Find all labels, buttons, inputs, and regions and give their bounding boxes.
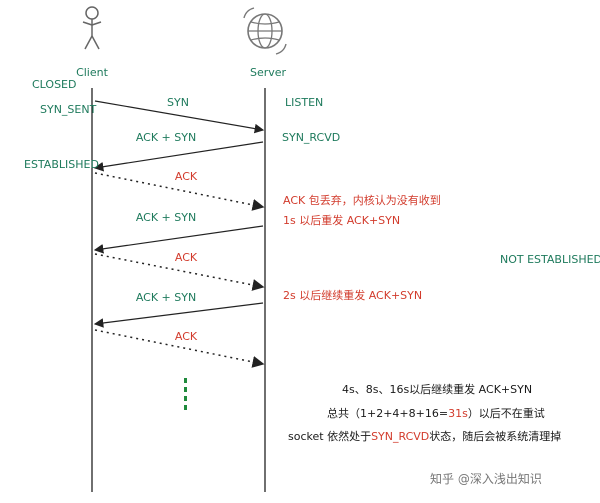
summary-state-syn-rcvd: SYN_RCVD: [371, 430, 430, 443]
server-label: Server: [249, 66, 287, 79]
continuation-ellipsis: [184, 378, 187, 410]
message-label-ack-syn-3: ACK + SYN: [135, 291, 197, 304]
client-label: Client: [76, 66, 108, 79]
stick-figure-icon: [82, 6, 102, 50]
state-established: ESTABLISHED: [24, 158, 99, 171]
message-label-ack-2: ACK: [174, 251, 198, 264]
message-arrow-ack-syn-2: [93, 225, 264, 254]
message-arrow-ack-1: [94, 172, 265, 211]
state-closed: CLOSED: [32, 78, 77, 91]
state-syn-sent: SYN_SENT: [40, 103, 97, 116]
message-arrow-ack-2: [94, 253, 265, 291]
summary-line-3: socket 依然处于SYN_RCVD状态，随后会被系统清理掉: [288, 428, 561, 444]
summary-line-3-prefix: socket 依然处于: [288, 430, 372, 443]
summary-line-3-suffix: 状态，随后会被系统清理掉: [429, 430, 562, 443]
message-arrow-ack-syn-3: [93, 302, 264, 328]
message-arrow-syn: [94, 100, 265, 134]
annotation-resend-1s: 1s 以后重发 ACK+SYN: [283, 214, 401, 227]
message-label-ack-syn-1: ACK + SYN: [135, 131, 197, 144]
message-label-ack-3: ACK: [174, 330, 198, 343]
summary-total-seconds: 31s: [448, 407, 468, 420]
message-label-ack-1: ACK: [174, 170, 198, 183]
summary-line-1: 4s、8s、16s以后继续重发 ACK+SYN: [342, 383, 533, 396]
message-label-ack-syn-2: ACK + SYN: [135, 211, 197, 224]
globe-network-icon: [243, 7, 287, 55]
message-arrow-ack-3: [94, 329, 265, 368]
state-listen: LISTEN: [285, 96, 324, 109]
message-arrow-ack-syn-1: [93, 141, 264, 172]
state-not-established: NOT ESTABLISHED: [500, 253, 600, 266]
annotation-resend-2s: 2s 以后继续重发 ACK+SYN: [283, 289, 423, 302]
state-syn-rcvd: SYN_RCVD: [282, 131, 341, 144]
message-label-syn: SYN: [167, 96, 189, 109]
annotation-ack-lost: ACK 包丢弃，内核认为没有收到: [283, 194, 441, 207]
watermark: 知乎 @深入浅出知识: [430, 472, 542, 486]
summary-line-2-suffix: ）以后不在重试: [467, 407, 545, 420]
summary-line-2: 总共（1+2+4+8+16=31s）以后不在重试: [327, 405, 545, 421]
summary-line-2-prefix: 总共（1+2+4+8+16=: [327, 407, 449, 420]
